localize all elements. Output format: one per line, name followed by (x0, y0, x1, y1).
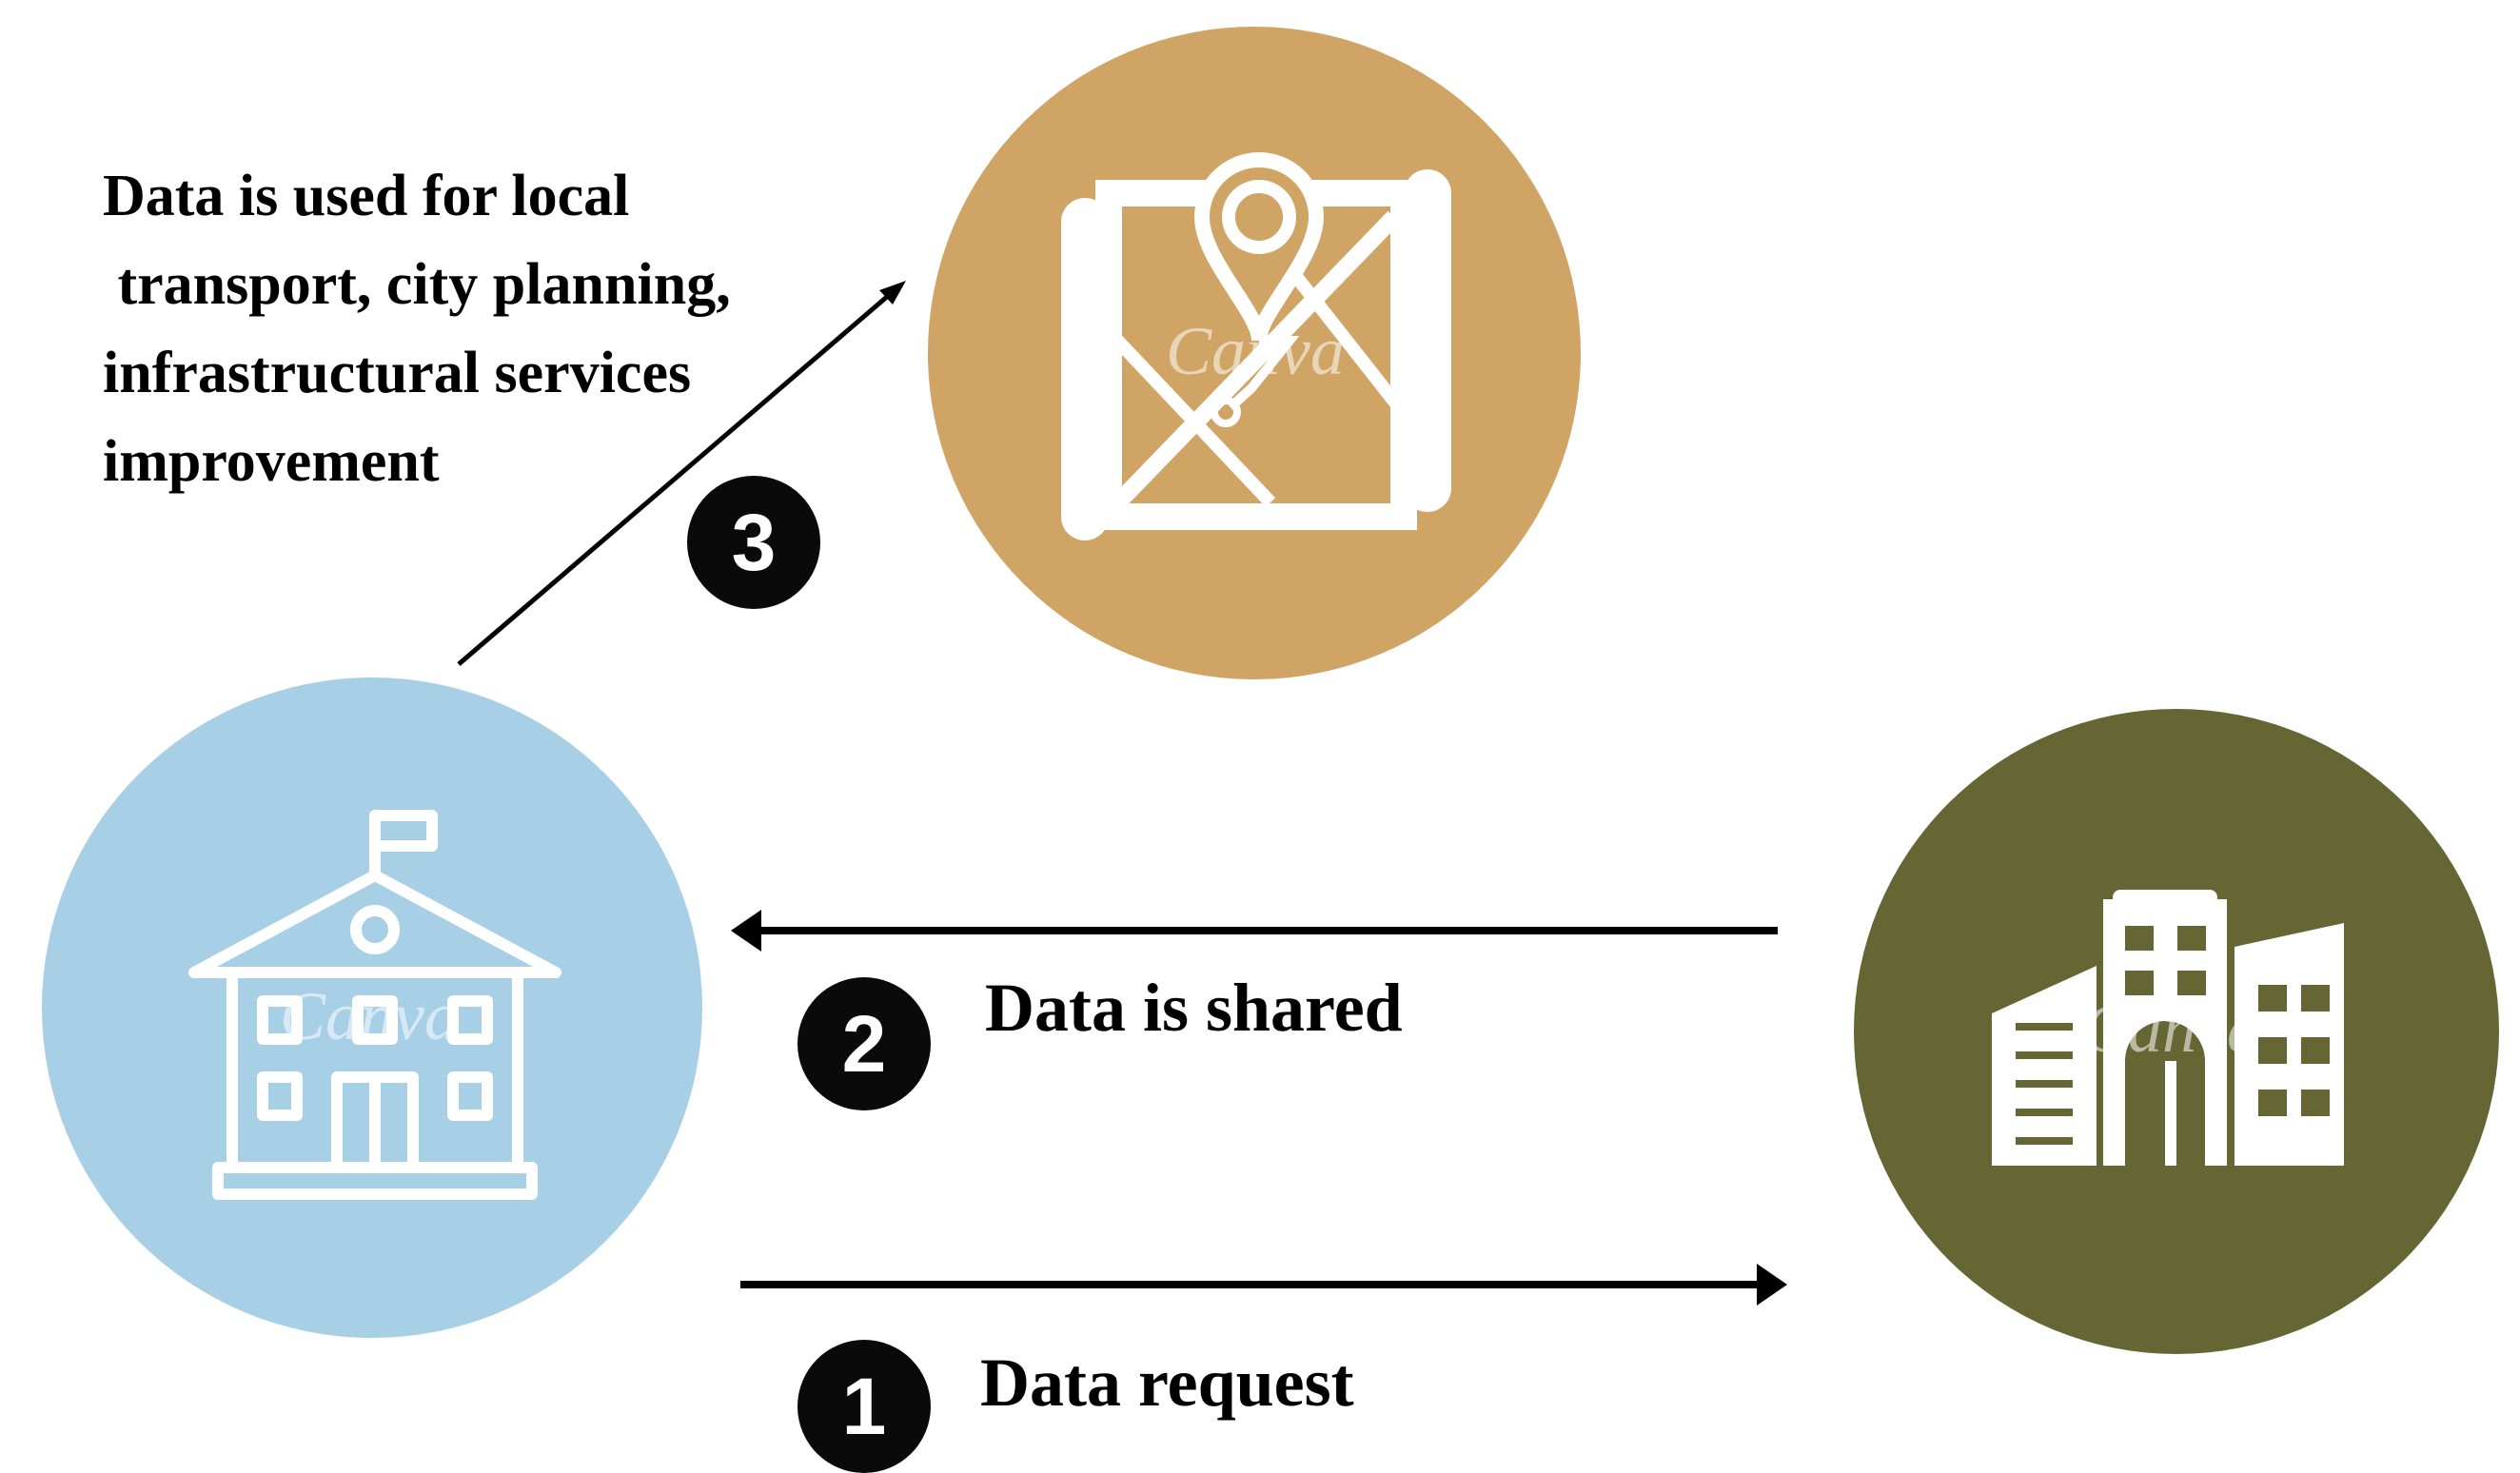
map-location-pin-icon (1061, 152, 1451, 540)
usage-description: Data is used for local transport, city p… (103, 152, 731, 506)
description-line: improvement (103, 429, 440, 494)
step-3-badge: 3 (687, 476, 820, 609)
school-building-icon (188, 810, 561, 1200)
watermark: Canva (280, 978, 459, 1054)
arrow-use-head (879, 281, 906, 304)
watermark: Canva (2082, 991, 2261, 1067)
arrow-shared-head (731, 910, 761, 952)
step-1-label: Data request (980, 1345, 1354, 1421)
arrow-request-head (1757, 1264, 1787, 1306)
description-line: infrastructural services (103, 341, 692, 405)
step-2-label: Data is shared (985, 970, 1403, 1046)
step-1-badge: 1 (797, 1340, 931, 1473)
watermark: Canva (1166, 313, 1345, 389)
company-node: Canva (1854, 709, 2499, 1354)
office-buildings-icon (1992, 890, 2344, 1166)
step-2-badge: 2 (797, 977, 931, 1110)
arrow-use (457, 288, 896, 666)
map-node: Canva (928, 27, 1581, 679)
description-line: transport, city planning, (103, 252, 731, 317)
description-line: Data is used for local (103, 164, 630, 228)
school-node: Canva (42, 678, 702, 1338)
